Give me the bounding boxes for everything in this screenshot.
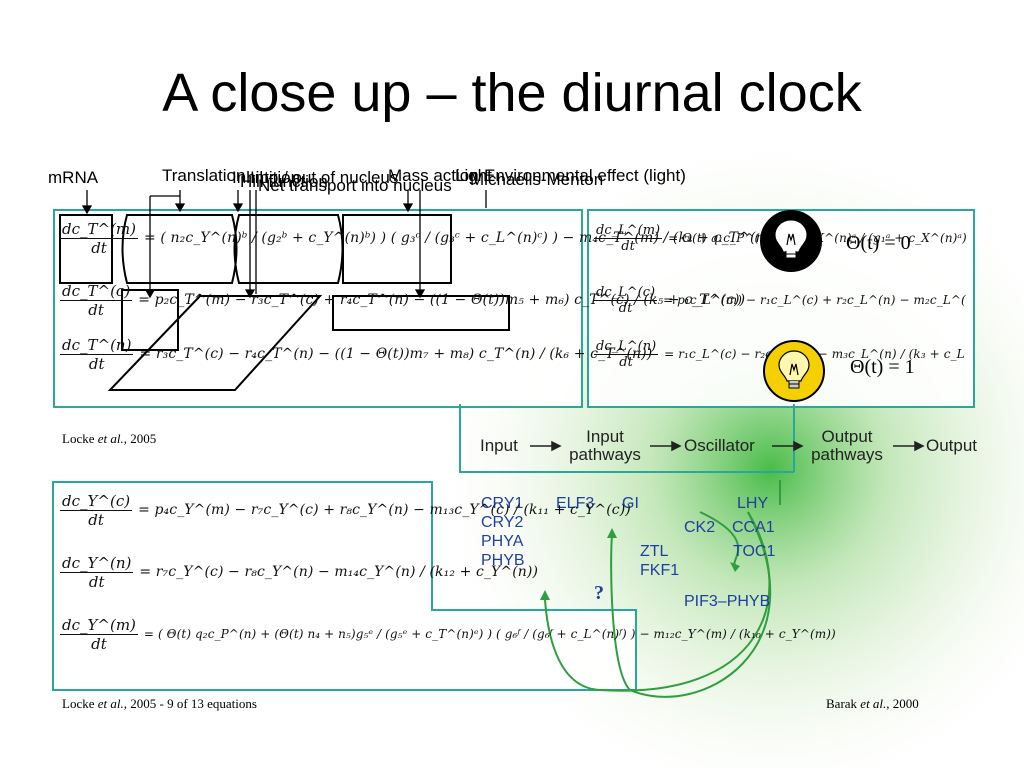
label-into-out-of-nucleus: Into / out of nucleus	[250, 168, 399, 187]
slide-title: A close up – the diurnal clock	[162, 63, 862, 123]
label-mrna: mRNA	[48, 168, 99, 187]
gene-cca1: CCA1	[732, 519, 775, 536]
equations-gi: dc_Y^(c)dt = p₄c_Y^(m) − r₇c_Y^(c) + r₈c…	[60, 490, 836, 654]
gene-label: FKF1	[640, 562, 680, 579]
gene-pif3-phyb: PIF3–PHYB	[684, 593, 771, 610]
equations-toc1: dc_T^(m)dt = ( n₂c_Y^(n)ᵇ / (g₂ᵇ + c_Y^(…	[60, 218, 780, 374]
gene-label: PHYB	[481, 552, 525, 569]
flow-input: Input	[480, 436, 518, 455]
flow-output: Output	[926, 436, 978, 455]
label-light: Light	[455, 166, 492, 185]
flow-oscillator: Oscillator	[684, 436, 755, 455]
question-mark: ?	[594, 582, 604, 604]
equation-row: dc_Y^(c)dt = p₄c_Y^(m) − r₇c_Y^(c) + r₈c…	[60, 491, 631, 529]
gene-elf3: ELF3	[556, 495, 595, 512]
equation-row: dc_Y^(m)dt = ( Θ(t) q₂c_P^(n) + (Θ(t) n₄…	[60, 615, 836, 653]
theta-on-label: Θ(t) = 1	[850, 356, 915, 378]
label-net-transport: Net transport into nucleus	[258, 176, 452, 195]
equation-row: dc_T^(m)dt = ( n₂c_Y^(n)ᵇ / (g₂ᵇ + c_Y^(…	[60, 219, 781, 257]
gene-ck2: CK2	[684, 519, 716, 536]
annotation-arrows	[81, 190, 487, 299]
label-hill-function: Hill function	[240, 172, 328, 191]
genes-ztl-fkf1: ZTL FKF1	[640, 542, 679, 580]
green-feedback-arrows	[544, 480, 781, 698]
equation-box-toc1	[53, 209, 583, 408]
flow-arrows	[530, 440, 925, 452]
equation-row: dc_Y^(n)dt = r₇c_Y^(c) − r₈c_Y^(n) − m₁₄…	[60, 553, 539, 591]
label-mass-action: Mass action	[388, 166, 479, 185]
connector-toc1-to-flow	[459, 404, 794, 473]
green-arrowheads	[540, 528, 740, 600]
gene-label: CRY1	[481, 495, 524, 512]
label-environmental-effect: Environmental effect (light)	[484, 166, 686, 185]
genes-photoreceptors: CRY1 CRY2 PHYA PHYB	[481, 494, 525, 570]
gene-label: CRY2	[481, 514, 524, 531]
gene-toc1: TOC1	[733, 543, 776, 560]
label-michaelis-menton: Michaelis-Menton	[470, 170, 604, 189]
equation-row: dc_T^(n)dt = r₃c_T^(c) − r₄c_T^(n) − ((1…	[60, 335, 653, 373]
citation-barak: Barak et al., 2000	[826, 696, 919, 711]
equation-box-gi	[52, 481, 637, 691]
equation-row: dc_L^(c)dt = p₁c_L^(m) − r₁c_L^(c) + r₂c…	[594, 284, 966, 316]
lightbulb-on-icon	[763, 340, 825, 402]
gene-lhy: LHY	[737, 495, 769, 512]
gene-label: PHYA	[481, 533, 524, 550]
citation-locke-2: Locke et al., 2005 - 9 of 13 equations	[62, 696, 257, 711]
theta-off-label: Θ(t) = 0	[846, 232, 911, 254]
highlight-boxes	[59, 214, 510, 391]
label-translation: Translation	[162, 166, 246, 185]
label-inhibition: Inhibition	[232, 168, 301, 187]
gene-gi: GI	[622, 495, 639, 512]
citation-locke-1: Locke et al., 2005	[62, 431, 157, 446]
gene-label: ZTL	[640, 543, 669, 560]
lightbulb-off-icon	[760, 210, 822, 272]
equation-row: dc_T^(c)dt = p₂c_T^(m) − r₃c_T^(c) + r₄c…	[60, 281, 746, 319]
